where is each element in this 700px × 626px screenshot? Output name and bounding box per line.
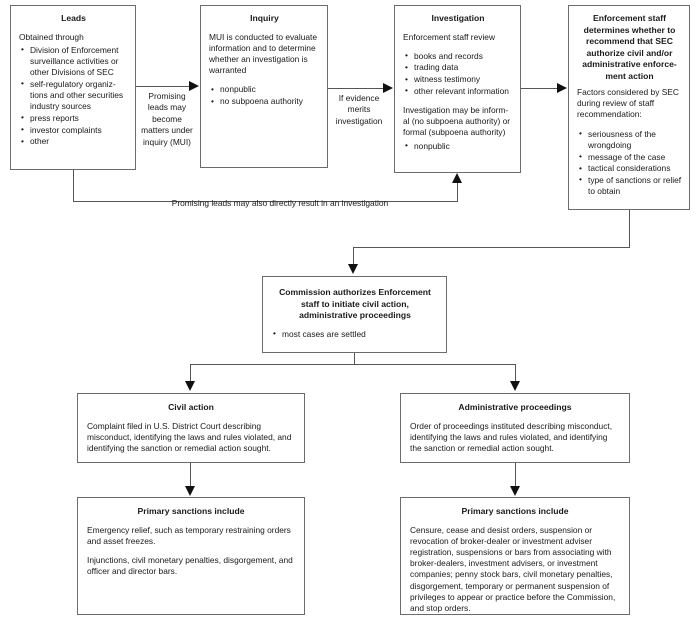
node-inquiry-intro: MUI is conducted to evaluate information… [209,31,318,76]
node-enforcement-staff-bullets: seriousness of the wrongdoing message of… [577,128,682,198]
connector-commission-in [353,247,354,265]
connector-leads-bypass-across [73,201,458,202]
node-leads-intro: Obtained through [19,31,84,42]
connector-investigation-to-enforcement [521,88,559,89]
node-enforcement-staff: Enforcement staff determines whether to … [568,5,690,210]
arrow-civil-to-sanctions [185,486,195,496]
list-item: other relevant information [403,85,513,97]
node-administrative-proceedings-title: Administrative proceedings [458,402,572,412]
node-investigation-bullets: books and records trading data witness t… [403,50,513,97]
node-leads: Leads Obtained through Division of Enfor… [10,5,136,170]
node-admin-sanctions: Primary sanctions include Censure, cease… [400,497,630,615]
arrow-investigation-to-enforcement [557,83,567,93]
edge-label-leads-to-investigation: Promising leads may also directly result… [171,198,389,208]
connector-civil-to-sanctions [190,463,191,487]
node-leads-bullets: Division of Enforcement surveillance act… [19,44,128,148]
list-item: tactical considerations [577,163,682,174]
connector-leads-to-inquiry [136,86,190,87]
list-item: press reports [19,112,128,124]
node-enforcement-staff-title: Enforcement staff determines whether to … [582,13,677,81]
node-civil-sanctions: Primary sanctions include Emergency reli… [77,497,305,615]
node-administrative-proceedings-body: Order of proceedings instituted describi… [410,420,613,453]
list-item: message of the case [577,151,682,163]
connector-leads-bypass-down [73,170,74,202]
connector-branch-right-down [515,364,516,382]
node-leads-title: Leads [61,13,86,23]
node-inquiry: Inquiry MUI is conducted to evaluate inf… [200,5,328,168]
node-civil-sanctions-body-1: Emergency relief, such as temporary rest… [87,524,291,546]
list-item: type of sanctions or relief to obtain [577,174,682,197]
node-investigation-note: Investigation may be inform- al (no subp… [403,105,511,138]
list-item: investor complaints [19,124,128,136]
arrow-inquiry-to-investigation [383,83,393,93]
node-civil-action-title: Civil action [168,402,214,412]
connector-enforcement-down [629,210,630,248]
arrow-commission-to-administrative [510,381,520,391]
list-item: nonpublic [403,140,513,152]
node-admin-sanctions-body: Censure, cease and desist orders, suspen… [410,524,616,613]
connector-leads-bypass-up [457,183,458,202]
arrow-enforcement-to-commission [348,264,358,274]
node-enforcement-staff-intro: Factors considered by SEC during review … [577,87,679,120]
edge-label-inquiry-to-investigation: If evidence merits investigation [335,93,383,126]
list-item: Division of Enforcement surveillance act… [19,44,128,79]
node-commission: Commission authorizes Enforcement staff … [262,276,447,353]
arrow-leads-to-investigation [452,173,462,183]
list-item: self-regulatory organiz- tions and other… [19,78,128,113]
edge-label-leads-to-inquiry: Promising leads may become matters under… [141,91,193,147]
list-item: no subpoena authority [209,96,320,107]
node-investigation-note-bullets: nonpublic [403,140,513,152]
arrow-leads-to-inquiry [189,81,199,91]
node-inquiry-bullets: nonpublic no subpoena authority [209,84,320,107]
connector-commission-down [354,353,355,365]
list-item: nonpublic [209,84,320,95]
connector-inquiry-to-investigation [328,88,384,89]
node-commission-bullets: most cases are settled [271,328,439,340]
node-commission-title: Commission authorizes Enforcement staff … [279,287,431,320]
node-administrative-proceedings: Administrative proceedings Order of proc… [400,393,630,463]
list-item: other [19,136,128,147]
connector-branch-left-down [190,364,191,382]
node-admin-sanctions-title: Primary sanctions include [461,506,569,516]
arrow-admin-to-sanctions [510,486,520,496]
list-item: seriousness of the wrongdoing [577,128,682,151]
connector-enforcement-across [353,247,630,248]
list-item: witness testimony [403,74,513,85]
node-investigation-title: Investigation [431,13,485,23]
node-civil-sanctions-title: Primary sanctions include [137,506,245,516]
node-investigation: Investigation Enforcement staff review b… [394,5,521,173]
list-item: books and records [403,50,513,62]
connector-admin-to-sanctions [515,463,516,487]
arrow-commission-to-civil-action [185,381,195,391]
node-civil-action: Civil action Complaint filed in U.S. Dis… [77,393,305,463]
node-investigation-intro: Enforcement staff review [403,31,496,42]
list-item: trading data [403,62,513,73]
connector-branch-across [190,364,515,365]
node-civil-action-body: Complaint filed in U.S. District Court d… [87,420,292,453]
node-civil-sanctions-body-2: Injunctions, civil monetary penalties, d… [87,554,293,577]
list-item: most cases are settled [271,328,439,340]
node-inquiry-title: Inquiry [250,13,279,23]
